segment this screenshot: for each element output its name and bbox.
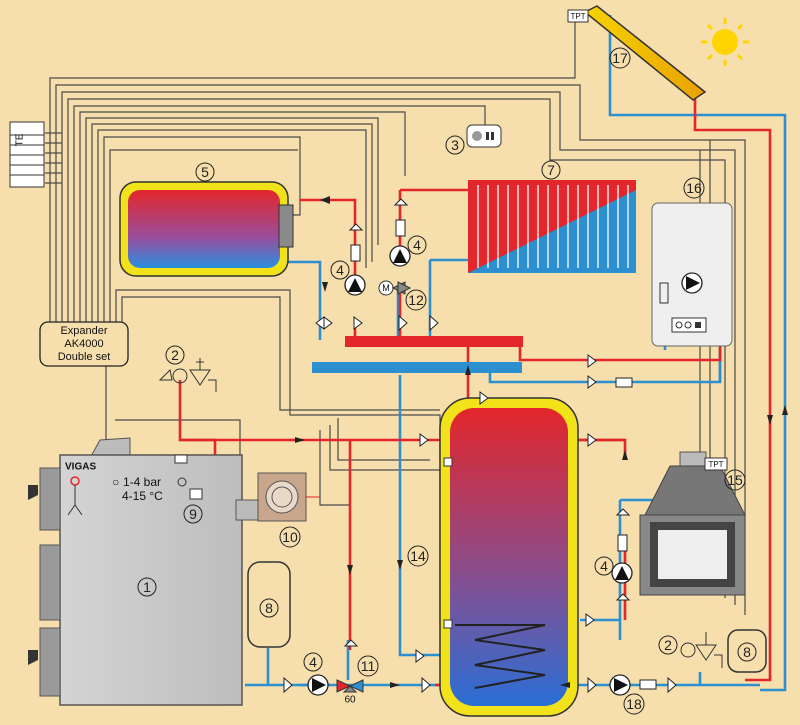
- motor-label: M: [382, 283, 390, 293]
- svg-text:14: 14: [410, 548, 426, 564]
- callout-14: 14: [407, 545, 429, 567]
- svg-text:18: 18: [626, 696, 642, 712]
- svg-text:TPT: TPT: [708, 460, 723, 469]
- callout-8-left: 8: [259, 598, 279, 618]
- callout-9: 9: [183, 504, 203, 524]
- sun-icon: [701, 18, 749, 66]
- check-valves: [350, 219, 657, 690]
- svg-text:TPT: TPT: [570, 12, 585, 21]
- ball-valves: [283, 198, 677, 694]
- svg-text:AK4000: AK4000: [64, 338, 103, 350]
- flow-arrows: [295, 196, 788, 688]
- safety-group-left: [158, 358, 217, 392]
- safety-group-right: [680, 632, 723, 668]
- pump-arrows: [312, 249, 700, 692]
- callout-16: 16: [683, 177, 705, 199]
- thermostatic-valve: [336, 679, 364, 693]
- svg-text:5: 5: [201, 164, 209, 180]
- svg-text:15: 15: [727, 472, 743, 488]
- callout-4-d: 4: [594, 556, 614, 576]
- callout-5: 5: [195, 162, 215, 182]
- callout-12: 12: [405, 289, 427, 311]
- callout-4-a: 4: [330, 260, 350, 280]
- callout-18: 18: [623, 693, 645, 715]
- svg-text:VIGAS: VIGAS: [65, 462, 96, 473]
- svg-text:4: 4: [336, 262, 344, 278]
- callout-4-b: 4: [407, 235, 427, 255]
- accumulation-tank: [439, 397, 579, 717]
- expansion-vessel-right: [727, 629, 767, 673]
- callout-7: 7: [541, 160, 561, 180]
- solid-fuel-boiler: VIGAS ○ 1-4 bar 4-15 °C: [28, 437, 243, 706]
- pellet-burner: [235, 472, 320, 522]
- callout-8-right: 8: [737, 642, 757, 662]
- expansion-vessel-left: [247, 561, 291, 648]
- mixing-valve: [378, 280, 412, 296]
- solar-collector: [583, 5, 707, 101]
- svg-text:4: 4: [309, 654, 317, 670]
- callout-15: 15: [724, 469, 746, 491]
- svg-text:2: 2: [664, 637, 672, 653]
- callout-1: 1: [137, 577, 157, 597]
- svg-text:9: 9: [189, 506, 197, 522]
- svg-text:12: 12: [408, 292, 424, 308]
- radiator: [468, 180, 636, 273]
- safety-valve-9: [177, 477, 203, 500]
- supply-header: [345, 336, 523, 347]
- svg-text:4-15 °C: 4-15 °C: [122, 489, 163, 503]
- svg-text:3: 3: [451, 137, 459, 153]
- return-header: [312, 362, 522, 373]
- tpt-sensor-fireplace: TPT: [704, 457, 728, 471]
- callout-4-c: 4: [303, 652, 323, 672]
- te-outdoor-sensor: TE: [9, 121, 45, 188]
- tpt-sensor-solar: TPT: [567, 9, 589, 23]
- svg-text:4: 4: [413, 237, 421, 253]
- svg-text:17: 17: [612, 50, 628, 66]
- callout-17: 17: [609, 47, 631, 69]
- callout-10: 10: [279, 526, 301, 548]
- svg-text:Expander: Expander: [60, 325, 107, 337]
- svg-text:TE: TE: [15, 133, 26, 146]
- svg-text:1: 1: [143, 579, 151, 595]
- svg-text:4: 4: [600, 558, 608, 574]
- svg-text:11: 11: [361, 658, 376, 674]
- room-control-unit: [466, 124, 502, 148]
- svg-text:1-4 bar: 1-4 bar: [123, 475, 161, 489]
- svg-text:7: 7: [547, 162, 555, 178]
- callout-2-left: 2: [165, 345, 185, 365]
- svg-text:16: 16: [686, 180, 702, 196]
- fireplace: [639, 451, 746, 596]
- callout-11: 11: [357, 655, 379, 677]
- svg-text:○: ○: [112, 475, 119, 489]
- callout-3: 3: [445, 135, 465, 155]
- dhw-tank: [119, 181, 294, 277]
- svg-text:2: 2: [171, 347, 179, 363]
- expander-ak4000: Expander AK4000 Double set: [39, 321, 129, 367]
- svg-text:8: 8: [743, 644, 751, 660]
- valve-60-label: 60: [344, 695, 356, 706]
- svg-text:10: 10: [282, 529, 298, 545]
- callout-2-right: 2: [658, 635, 678, 655]
- svg-text:8: 8: [265, 600, 273, 616]
- svg-text:Double set: Double set: [58, 351, 111, 363]
